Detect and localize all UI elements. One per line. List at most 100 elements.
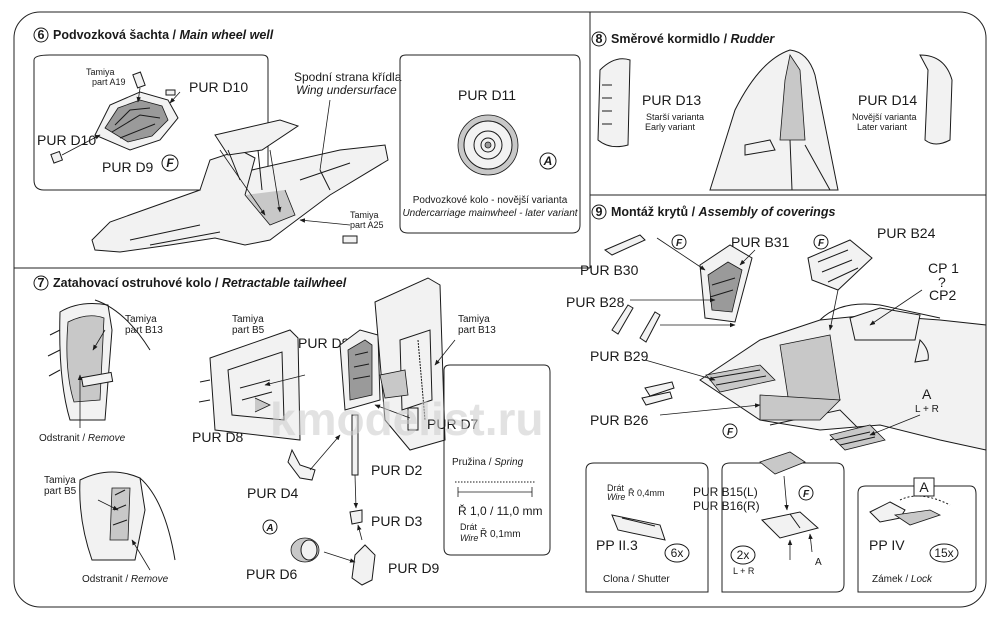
part-a25 [342,235,358,244]
mainwheel-part [457,114,519,176]
step-6-title-en: Main wheel well [179,28,273,42]
wing-root-b26 [759,394,841,421]
cover-b24 [807,239,873,291]
svg-text:Zatahovací ostruhové kolo / Re: Zatahovací ostruhové kolo / Retractable … [53,276,347,290]
label-pur-d7: PUR D7 [427,416,479,432]
label-pur-d3: PUR D3 [371,513,423,529]
label-qty-6: 6x [671,546,684,560]
label-tamiya-b5-top-2: part B5 [232,325,265,336]
qty-2-oval [730,545,756,565]
svg-text:Podvozková šachta / Main wheel: Podvozková šachta / Main wheel well [53,28,274,42]
label-lock-en: Lock [911,574,933,585]
label-tamiya-b5-top-1: Tamiya [232,314,264,325]
step-7-title: Zatahovací ostruhové kolo [53,276,212,290]
fuselage-half-b5 [198,329,301,441]
label-spring-dim: Ř 1,0 / 11,0 mm [458,503,542,518]
marker-f-b26: F [727,427,734,438]
marker-a-tail: A [265,523,273,534]
part-d4 [287,448,316,481]
section-6: 6 Podvozková šachta / Main wheel well Ta… [33,27,581,253]
marker-f-b24: F [818,238,825,249]
label-wheel-en: Undercarriage mainwheel - later variant [402,208,578,219]
rudder-d14 [919,54,953,145]
marker-a-circle-tail [262,519,278,535]
part-d3 [349,509,363,525]
part-d10-right [165,89,176,96]
step-7-title-en: Retractable tailwheel [222,276,347,290]
label-pp-iv: PP IV [869,537,905,553]
svg-text:Odstranit / Remove: Odstranit / Remove [39,433,126,444]
svg-text:Clona / Shutter: Clona / Shutter [603,574,670,585]
label-box-a: A [919,479,929,495]
label-a-gear: A [922,386,932,402]
shutter-panel [585,462,709,593]
step-9-circle [591,204,607,220]
fuselage-half-b13 [374,277,446,451]
label-pur-b26: PUR B26 [590,412,649,428]
part-b30 [603,234,646,256]
label-tamiya-b13-top-1: Tamiya [458,314,490,325]
marker-f-b31: F [676,238,683,249]
step-8-title: Směrové kormidlo [611,32,720,46]
label-tamiya-b13-1: Tamiya [125,314,157,325]
shutter-pp-ii3 [611,514,666,541]
label-pur-d8-lower: PUR D8 [192,429,244,445]
tail-fin-drawing [709,49,839,191]
label-shutter-wire-cz: Drát [607,483,625,493]
watermark: kmodelist.ru [270,393,544,445]
cover-b31 [699,244,753,323]
label-lr-b15: L + R [733,566,755,576]
label-lock-cz: Zámek [872,574,904,585]
marker-f-b15-circle [798,485,814,501]
label-tamiya-b5-2: part B5 [44,486,77,497]
label-pur-b16: PUR B16(R) [693,499,760,513]
fork-d9 [351,544,376,586]
svg-text:Zámek / Lock: Zámek / Lock [872,574,933,585]
label-a-b15: A [815,557,822,568]
label-tamiya-a25-1: Tamiya [350,210,379,220]
label-pur-b28: PUR B28 [566,294,625,310]
label-pp-ii3: PP II.3 [596,537,638,553]
label-qty-2: 2x [737,548,750,562]
part-b26-1 [644,381,675,397]
label-pur-d9-tail: PUR D9 [388,560,440,576]
label-pur-b29: PUR B29 [590,348,649,364]
svg-text:Odstranit / Remove: Odstranit / Remove [82,574,169,585]
label-shutter-cz: Clona [603,574,630,585]
spring-detail-panel [443,364,551,556]
rudder-d13 [597,58,631,148]
label-wire-en: Wire [460,533,478,543]
marker-a-circle-wheel [539,152,557,170]
tail-fuselage-top-left [47,299,151,421]
label-qty-15: 15x [934,546,953,560]
step-8-title-en: Rudder [731,32,776,46]
step-7-circle [33,275,49,291]
step-8-circle [591,31,607,47]
label-d13-cz: Starší varianta [646,112,704,122]
label-tamiya-a19-2: part A19 [92,77,126,87]
label-spring-en: Spring [494,457,523,468]
label-lr-gear: L + R [915,404,939,415]
label-d14-cz: Novější varianta [852,112,917,122]
wheel-well-part [94,91,179,151]
marker-f-b15: F [803,489,810,500]
floor-b29 [705,364,776,393]
part-b28-1 [611,304,634,335]
label-pur-d13: PUR D13 [642,92,701,108]
label-remove-en: Remove [88,433,126,444]
step-9-title: Montáž krytů [611,205,688,219]
label-pur-d4: PUR D4 [247,485,299,501]
label-tamiya-a25-2: part A25 [350,220,384,230]
step-6-circle [33,27,49,43]
lock-pp-iv [869,495,951,526]
label-cp-q: ? [938,274,946,290]
marker-f-circle [161,154,179,172]
tail-fuselage-bottom-left [79,471,176,561]
part-a19 [132,71,146,89]
part-b28-2 [639,311,661,343]
label-d14-en: Later variant [857,122,908,132]
